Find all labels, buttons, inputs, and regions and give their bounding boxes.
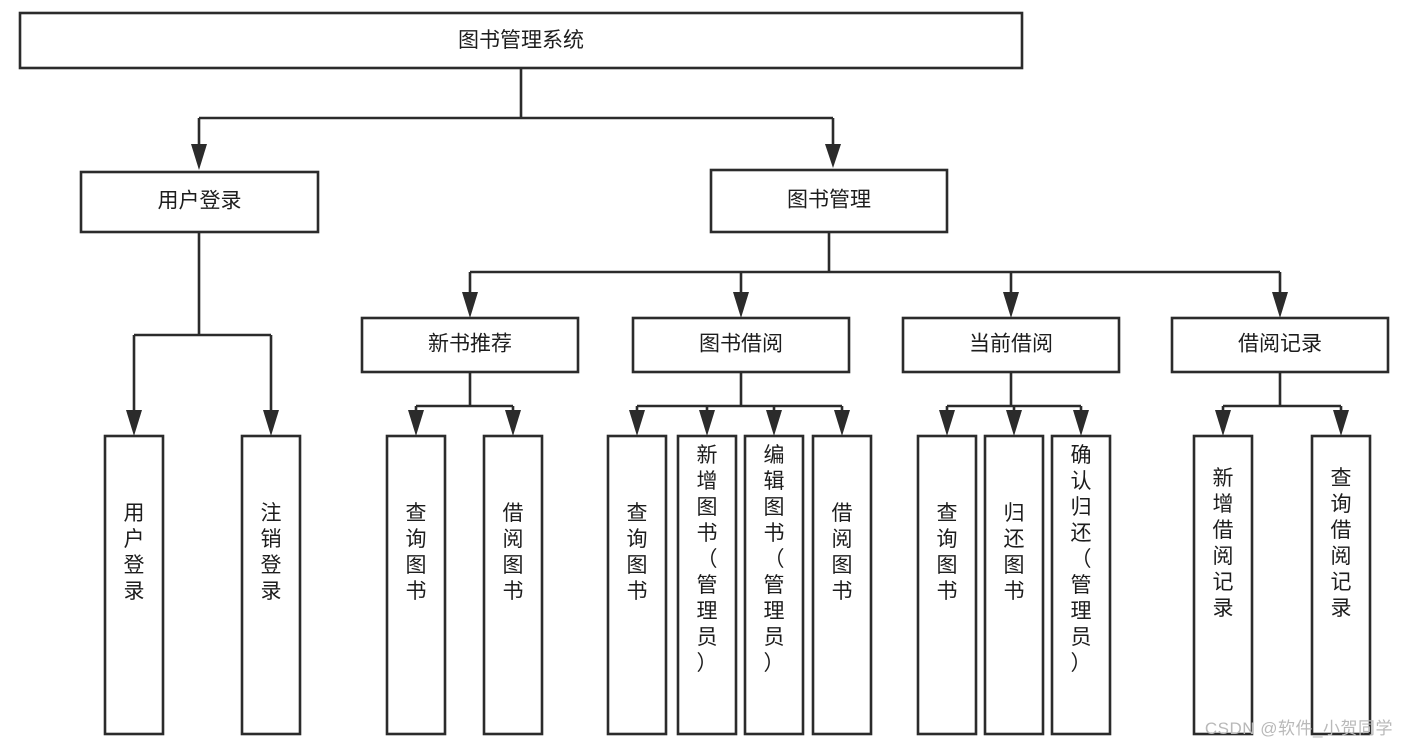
arrow-to-book-management	[825, 144, 841, 168]
arrow-to-leaf-query-book-3	[939, 410, 955, 436]
node-leaf-query-book-3-box[interactable]	[916, 434, 978, 736]
node-leaf-return-book-label: 归还图书	[1004, 502, 1025, 603]
node-leaf-query-record[interactable]: 查询借阅记录	[1310, 434, 1372, 736]
csdn-watermark: CSDN @软件_小贺同学	[1204, 719, 1393, 738]
node-book-borrow-label: 图书借阅	[699, 333, 783, 356]
node-root-label: 图书管理系统	[458, 29, 584, 52]
node-leaf-logout[interactable]: 注销登录	[240, 434, 302, 736]
node-leaf-borrow-book-2-box[interactable]	[811, 434, 873, 736]
node-book-borrow[interactable]: 图书借阅	[631, 316, 851, 374]
node-current-borrow-box[interactable]	[901, 316, 1121, 374]
edge-currentborrow-bus	[945, 372, 1083, 412]
node-leaf-add-book-admin-label: 新增图书（管理员）	[697, 444, 718, 675]
node-new-book-recommend[interactable]: 新书推荐	[360, 316, 580, 374]
node-leaf-query-book-2-box[interactable]	[606, 434, 668, 736]
node-leaf-edit-book-admin-label: 编辑图书（管理员）	[764, 444, 785, 675]
node-borrow-record-label: 借阅记录	[1238, 333, 1322, 356]
node-user-login[interactable]: 用户登录	[79, 170, 320, 234]
edge-bookmgmt-bus	[468, 232, 1282, 292]
node-leaf-query-book-3[interactable]: 查询图书	[916, 434, 978, 736]
arrow-to-leaf-logout	[263, 410, 279, 436]
connector-layer	[126, 68, 1349, 436]
node-current-borrow-label: 当前借阅	[969, 333, 1053, 356]
node-leaf-borrow-book-1-label: 借阅图书	[503, 502, 524, 603]
node-leaf-confirm-return-box[interactable]	[1050, 434, 1112, 736]
arrow-to-leaf-add-book-admin	[699, 410, 715, 436]
node-leaf-confirm-return-label: 确认归还（管理员）	[1071, 444, 1092, 675]
arrow-to-leaf-borrow-book-2	[834, 410, 850, 436]
node-user-login-label: 用户登录	[158, 190, 242, 213]
node-leaf-confirm-return[interactable]: 确认归还（管理员）	[1050, 434, 1112, 736]
node-leaf-query-record-box[interactable]	[1310, 434, 1372, 736]
node-current-borrow[interactable]: 当前借阅	[901, 316, 1121, 374]
edge-borrowrecord-bus	[1221, 372, 1343, 412]
edge-userlogin-bus	[132, 232, 273, 410]
node-leaf-query-book-1-box[interactable]	[385, 434, 447, 736]
node-new-book-recommend-label: 新书推荐	[428, 333, 512, 356]
node-book-management-box[interactable]	[709, 168, 949, 234]
node-leaf-return-book-box[interactable]	[983, 434, 1045, 736]
arrow-to-book-borrow	[733, 292, 749, 318]
node-leaf-logout-label: 注销登录	[261, 502, 282, 603]
node-leaf-logout-box[interactable]	[240, 434, 302, 736]
arrow-to-leaf-user-login	[126, 410, 142, 436]
node-leaf-add-record-box[interactable]	[1192, 434, 1254, 736]
leaf-node-layer: 用户登录 注销登录 查询图书 借阅图书 查询图书 新增图书（管理员）	[103, 434, 1372, 736]
node-leaf-borrow-book-1[interactable]: 借阅图书	[482, 434, 544, 736]
node-leaf-query-book-1-label: 查询图书	[406, 502, 427, 603]
node-leaf-borrow-book-1-box[interactable]	[482, 434, 544, 736]
arrow-to-user-login	[191, 144, 207, 170]
node-leaf-query-record-label: 查询借阅记录	[1331, 467, 1352, 620]
arrow-to-leaf-add-record	[1215, 410, 1231, 436]
arrow-to-leaf-confirm-return	[1073, 410, 1089, 436]
node-leaf-user-login[interactable]: 用户登录	[103, 434, 165, 736]
node-leaf-add-record[interactable]: 新增借阅记录	[1192, 434, 1254, 736]
node-book-management-label: 图书管理	[787, 189, 871, 212]
node-borrow-record-box[interactable]	[1170, 316, 1390, 374]
node-book-management[interactable]: 图书管理	[709, 168, 949, 234]
node-leaf-edit-book-admin-box[interactable]	[743, 434, 805, 736]
node-root[interactable]: 图书管理系统	[18, 11, 1024, 70]
arrow-to-borrow-record	[1272, 292, 1288, 318]
node-leaf-add-book-admin[interactable]: 新增图书（管理员）	[676, 434, 738, 736]
edge-newbook-bus	[414, 372, 515, 412]
arrow-to-leaf-query-record	[1333, 410, 1349, 436]
node-user-login-box[interactable]	[79, 170, 320, 234]
node-leaf-add-record-label: 新增借阅记录	[1213, 467, 1234, 620]
node-leaf-return-book[interactable]: 归还图书	[983, 434, 1045, 736]
arrow-to-current-borrow	[1003, 292, 1019, 318]
arrow-to-leaf-query-book-2	[629, 410, 645, 436]
node-leaf-query-book-2-label: 查询图书	[627, 502, 648, 603]
node-leaf-edit-book-admin[interactable]: 编辑图书（管理员）	[743, 434, 805, 736]
arrow-to-new-book-recommend	[462, 292, 478, 318]
node-leaf-borrow-book-2-label: 借阅图书	[832, 502, 853, 603]
edge-bookborrow-bus	[635, 372, 844, 412]
node-root-box[interactable]	[18, 11, 1024, 70]
edge-root-bus	[197, 68, 835, 144]
node-leaf-borrow-book-2[interactable]: 借阅图书	[811, 434, 873, 736]
node-leaf-add-book-admin-box[interactable]	[676, 434, 738, 736]
arrow-to-leaf-edit-book-admin	[766, 410, 782, 436]
arrow-to-leaf-return-book	[1006, 410, 1022, 436]
node-new-book-recommend-box[interactable]	[360, 316, 580, 374]
node-borrow-record[interactable]: 借阅记录	[1170, 316, 1390, 374]
node-leaf-query-book-3-label: 查询图书	[937, 502, 958, 603]
node-leaf-query-book-1[interactable]: 查询图书	[385, 434, 447, 736]
node-leaf-query-book-2[interactable]: 查询图书	[606, 434, 668, 736]
arrow-to-leaf-query-book-1	[408, 410, 424, 436]
node-leaf-user-login-label: 用户登录	[124, 502, 145, 603]
node-book-borrow-box[interactable]	[631, 316, 851, 374]
arrow-to-leaf-borrow-book-1	[505, 410, 521, 436]
node-leaf-user-login-box[interactable]	[103, 434, 165, 736]
